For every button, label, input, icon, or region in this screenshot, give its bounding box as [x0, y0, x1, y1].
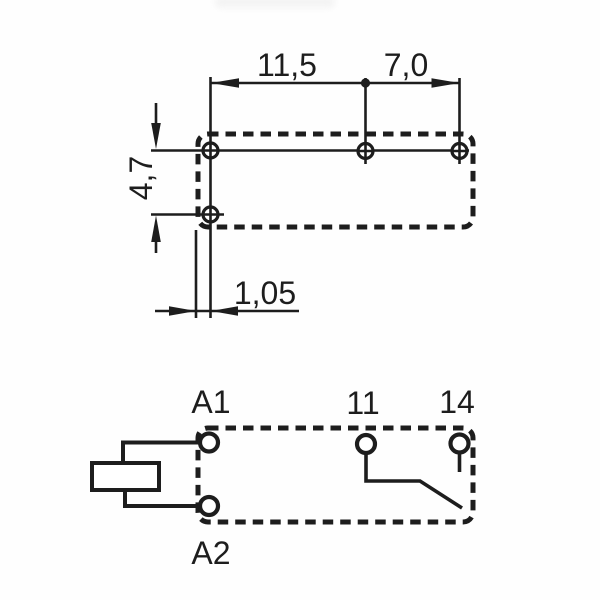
- arrowhead-right-icon: [169, 306, 196, 316]
- arrowhead-left-icon: [211, 306, 238, 316]
- dimension-row-spacing: 4,7: [123, 103, 161, 253]
- crosshair-icon: [452, 143, 467, 159]
- dim-label-4-7: 4,7: [123, 156, 159, 200]
- coil-box: [90, 461, 161, 492]
- crosshair-icon: [203, 207, 218, 222]
- crosshair-icon: [358, 143, 373, 159]
- arrowhead-left-icon: [211, 78, 239, 88]
- cropped-edge-artifact: [215, 0, 335, 8]
- dim-label-11-5: 11,5: [257, 47, 317, 83]
- contact-symbol: [364, 452, 463, 510]
- crosshair-icon: [203, 143, 218, 158]
- dimension-horizontal-pitch: 11,5 7,0: [210, 47, 460, 88]
- footprint-view: 11,5 7,0 4,7 1,05: [123, 47, 476, 318]
- terminal-14: [448, 432, 471, 455]
- arrowhead-up-icon: [151, 215, 161, 242]
- schematic-outline: [195, 425, 476, 525]
- terminal-a1: [197, 431, 221, 454]
- terminal-11: [354, 432, 378, 456]
- terminal-14-label: 14: [439, 384, 475, 420]
- arrowhead-right-icon: [431, 78, 460, 88]
- dim-label-1-05: 1,05: [234, 275, 296, 311]
- contact-blade: [364, 452, 463, 510]
- dimension-chain-dot: [360, 78, 371, 88]
- terminal-a2-label: A2: [191, 535, 230, 571]
- schematic-view: A1 A2 11 14: [90, 384, 476, 571]
- terminal-a2: [197, 494, 221, 518]
- arrowhead-down-icon: [151, 123, 161, 149]
- dimension-edge-offset: 1,05: [155, 275, 299, 316]
- terminal-11-label: 11: [346, 385, 379, 421]
- coil-lead-a2: [123, 490, 201, 508]
- dim-label-7-0: 7,0: [384, 47, 428, 83]
- footprint-outline: [195, 131, 476, 230]
- coil-lead-a1: [121, 440, 201, 463]
- terminal-a1-label: A1: [191, 384, 230, 420]
- coil-symbol: [90, 440, 201, 508]
